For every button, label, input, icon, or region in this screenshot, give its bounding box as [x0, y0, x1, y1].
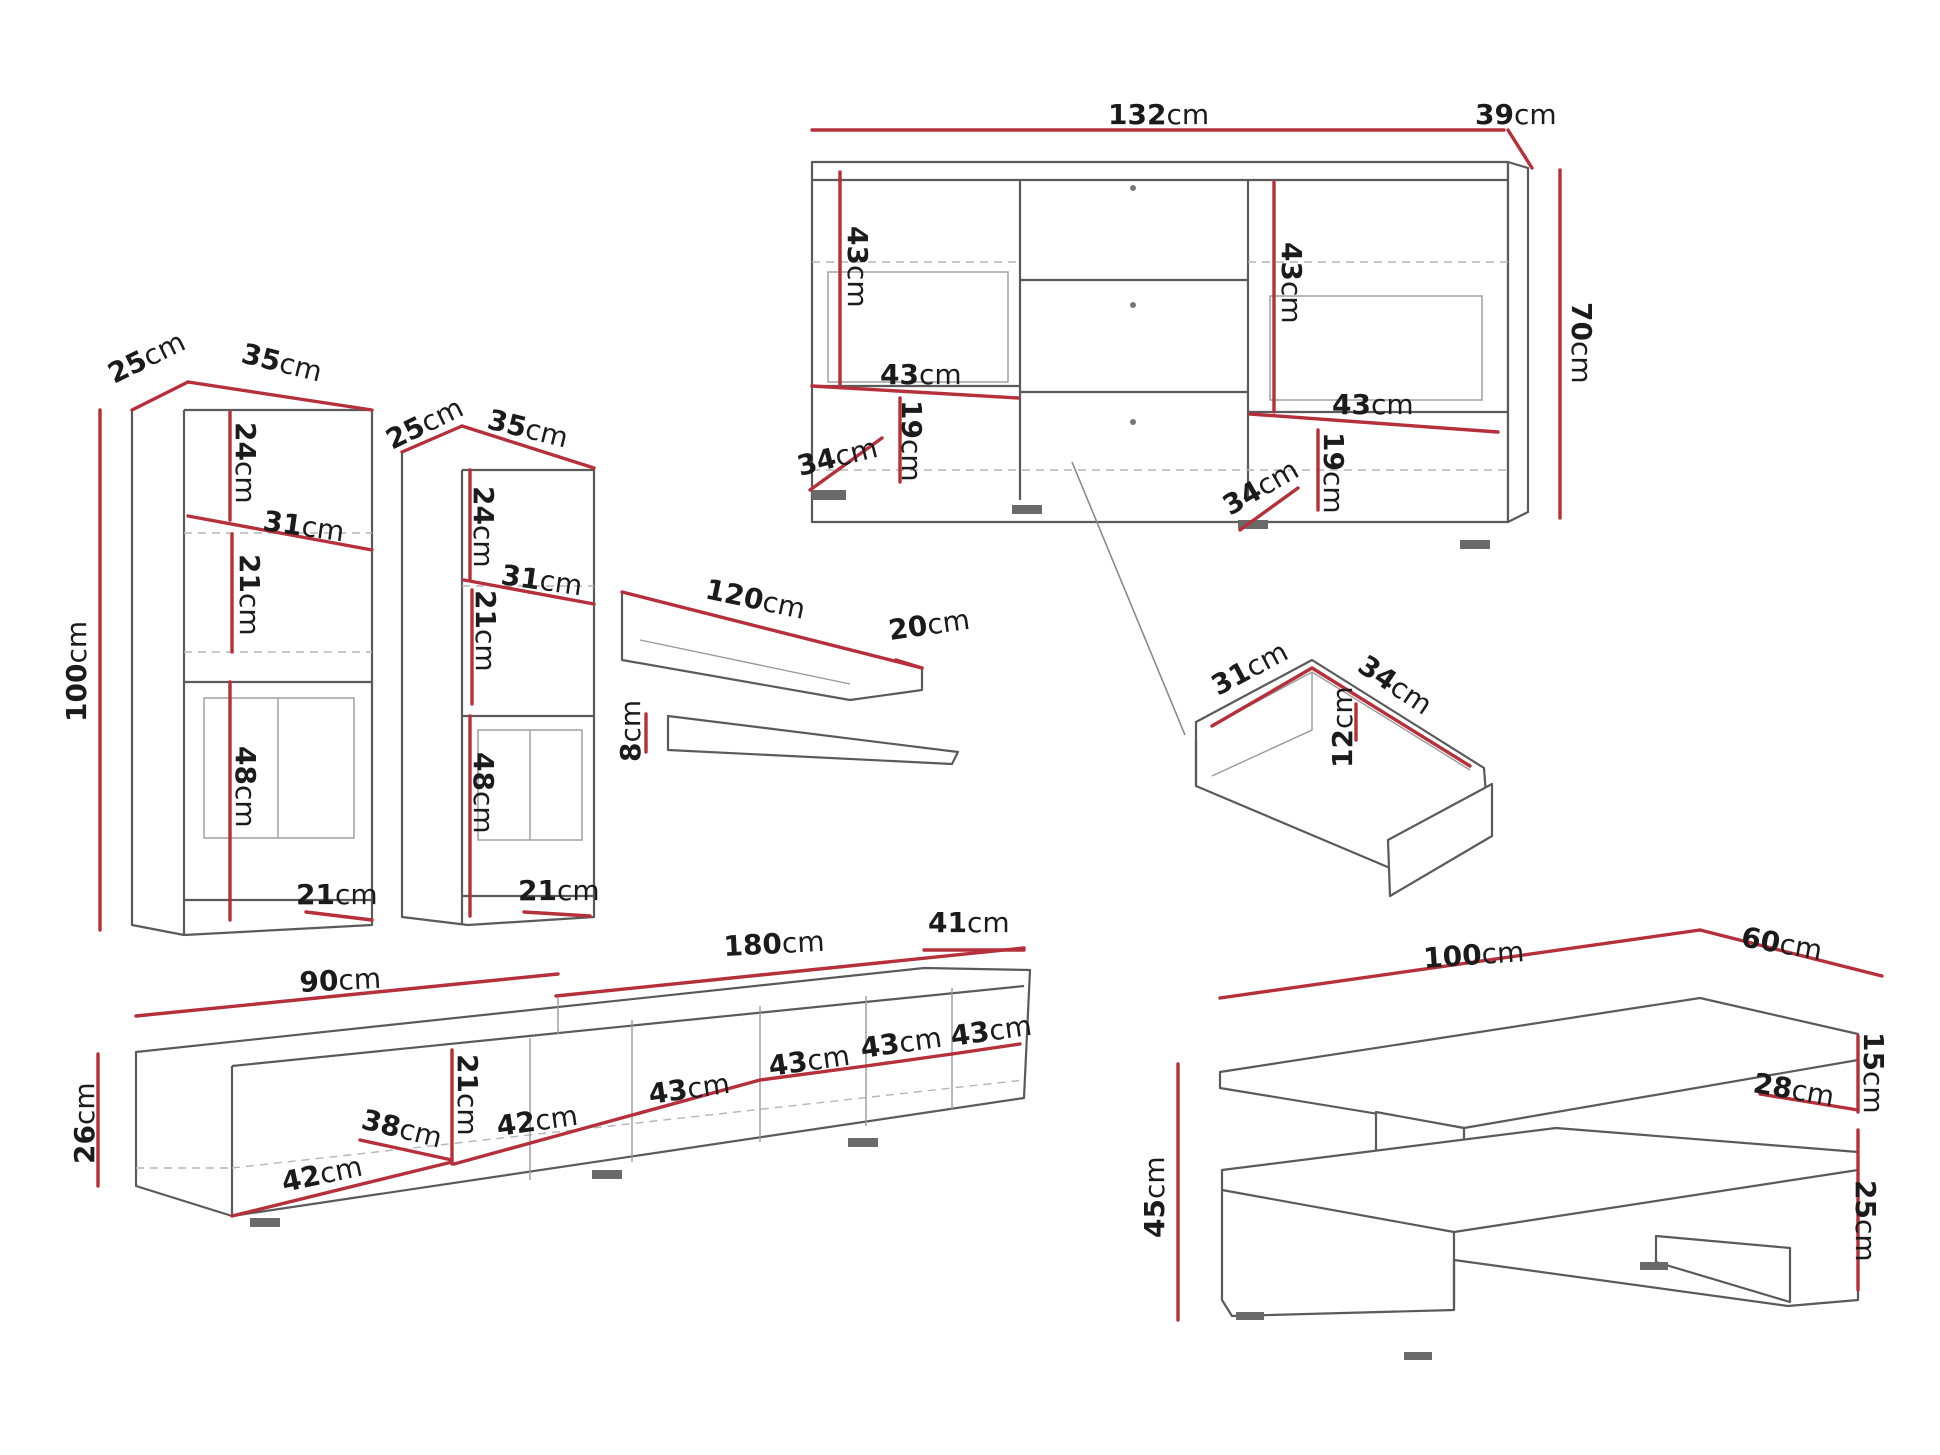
label-cabinet-b-door-height: 48cm: [467, 752, 500, 834]
label-cabinet-a-depth: 25cm: [103, 325, 191, 390]
wall-shelves-drawing: [620, 590, 960, 766]
label-cabinet-b-bottom-depth: 21cm: [518, 874, 600, 907]
drawer-front: [1386, 782, 1494, 898]
label-sideboard-width: 132cm: [1108, 98, 1209, 131]
dimension-line-sideboard-right-shelf: [1248, 412, 1500, 434]
label-tv-half-width: 90cm: [299, 962, 382, 999]
sideboard-body: [810, 160, 1510, 524]
label-cabinet-a-inner-width: 31cm: [261, 504, 346, 548]
tv-stand-drawing: [134, 966, 1032, 1227]
sideboard-side: [1506, 160, 1530, 524]
label-cabinet-a-top-shelf: 24cm: [229, 422, 262, 504]
dimension-line-tv-comp-4: [950, 1042, 1022, 1056]
label-tv-depth: 41cm: [928, 906, 1010, 939]
dimension-line-cabinet-a-depth: [130, 380, 190, 412]
label-table-height: 45cm: [1138, 1156, 1171, 1238]
dimension-line-sideboard-left-shelf: [810, 384, 1020, 400]
sideboard-drawing: [810, 160, 1530, 549]
label-sideboard-left-shelf-width: 43cm: [880, 358, 962, 391]
label-table-base-height: 25cm: [1849, 1180, 1882, 1262]
label-sideboard-left-drawer-height: 19cm: [895, 400, 928, 482]
label-tv-compartment-5: 43cm: [948, 1009, 1033, 1053]
cabinet-b-drawing: [400, 424, 596, 927]
dimension-line-tv-left-bottom: [230, 1160, 454, 1218]
coffee-table-drawing: [1218, 996, 1860, 1360]
label-cabinet-a-door-height: 48cm: [229, 746, 262, 828]
dimension-line-cabinet-a-width: [186, 380, 374, 412]
label-sideboard-right-drawer-height: 19cm: [1317, 432, 1350, 514]
dimension-line-cabinet-a-inner: [186, 514, 374, 552]
label-cabinet-a-width: 35cm: [238, 337, 325, 389]
dimension-line-cabinet-b-inner: [462, 578, 596, 606]
table-leg-right: [1654, 1234, 1792, 1304]
dimension-line-tv-inner-depth: [358, 1138, 454, 1162]
dimension-line-cabinet-a-bottom: [304, 910, 374, 922]
wall-shelf-lower: [666, 714, 960, 766]
label-sideboard-height: 70cm: [1565, 302, 1598, 384]
dimension-lines: [96, 128, 1884, 1322]
label-tv-total-width: 180cm: [723, 925, 826, 963]
label-cabinet-b-inner-width: 31cm: [499, 558, 584, 602]
dimension-line-tv-comp-1: [452, 1078, 762, 1166]
dimension-line-cabinet-b-width: [460, 424, 596, 470]
label-shelf-depth: 20cm: [886, 603, 971, 647]
label-tv-compartment-3: 43cm: [766, 1039, 851, 1083]
label-tv-compartment-4: 43cm: [858, 1021, 943, 1065]
dimension-line-shelf-depth: [894, 658, 924, 670]
label-tv-height: 26cm: [68, 1082, 101, 1164]
label-tv-compartment-2: 43cm: [646, 1067, 731, 1111]
label-sideboard-right-compartment-height: 43cm: [1275, 242, 1308, 324]
label-cabinet-a-bottom-depth: 21cm: [296, 878, 378, 911]
label-table-width: 100cm: [1422, 935, 1525, 975]
dimension-line-cabinet-b-depth: [400, 424, 464, 454]
label-table-shelf-depth: 28cm: [1751, 1066, 1837, 1113]
dimension-line-sideboard-left-depth: [808, 436, 884, 492]
label-table-top-height: 15cm: [1857, 1032, 1890, 1114]
leader-line: [1071, 461, 1186, 736]
label-table-depth: 60cm: [1739, 920, 1825, 967]
label-tv-inner-height: 21cm: [451, 1054, 484, 1136]
label-drawer-height: 12cm: [1326, 686, 1359, 768]
dimension-line-tv-comp-3: [864, 1052, 954, 1068]
dimension-line-drawer-depth: [1310, 666, 1472, 768]
dimension-line-table-width: [1218, 928, 1702, 1000]
label-sideboard-depth: 39cm: [1475, 98, 1557, 131]
dimension-line-table-depth: [1698, 928, 1884, 978]
dimension-line-cabinet-b-bottom: [522, 910, 592, 918]
label-tv-compartment-1: 42cm: [494, 1099, 579, 1143]
tv-stand-body: [134, 966, 1032, 1218]
dimension-line-shelf-width: [620, 590, 924, 670]
dimension-line-sideboard-depth: [1506, 128, 1534, 170]
dimension-line-tv-total: [554, 946, 1026, 998]
label-shelf-height: 8cm: [614, 700, 647, 762]
dimension-line-table-shelf: [1758, 1092, 1860, 1112]
dimension-line-tv-comp-2: [758, 1064, 868, 1082]
table-top: [1218, 996, 1860, 1130]
dimension-line-drawer-width: [1210, 666, 1314, 728]
dimension-line-sideboard-right-depth: [1238, 486, 1300, 532]
drawer-drawing: [1194, 658, 1494, 898]
label-cabinet-a-height: 100cm: [60, 621, 93, 722]
dimension-line-tv-half: [134, 972, 560, 1018]
label-sideboard-right-shelf-width: 43cm: [1332, 388, 1414, 421]
label-cabinet-b-top-shelf: 24cm: [467, 486, 500, 568]
label-cabinet-a-mid-shelf: 21cm: [233, 554, 266, 636]
label-cabinet-b-mid-shelf: 21cm: [469, 590, 502, 672]
label-sideboard-left-compartment-height: 43cm: [841, 226, 874, 308]
